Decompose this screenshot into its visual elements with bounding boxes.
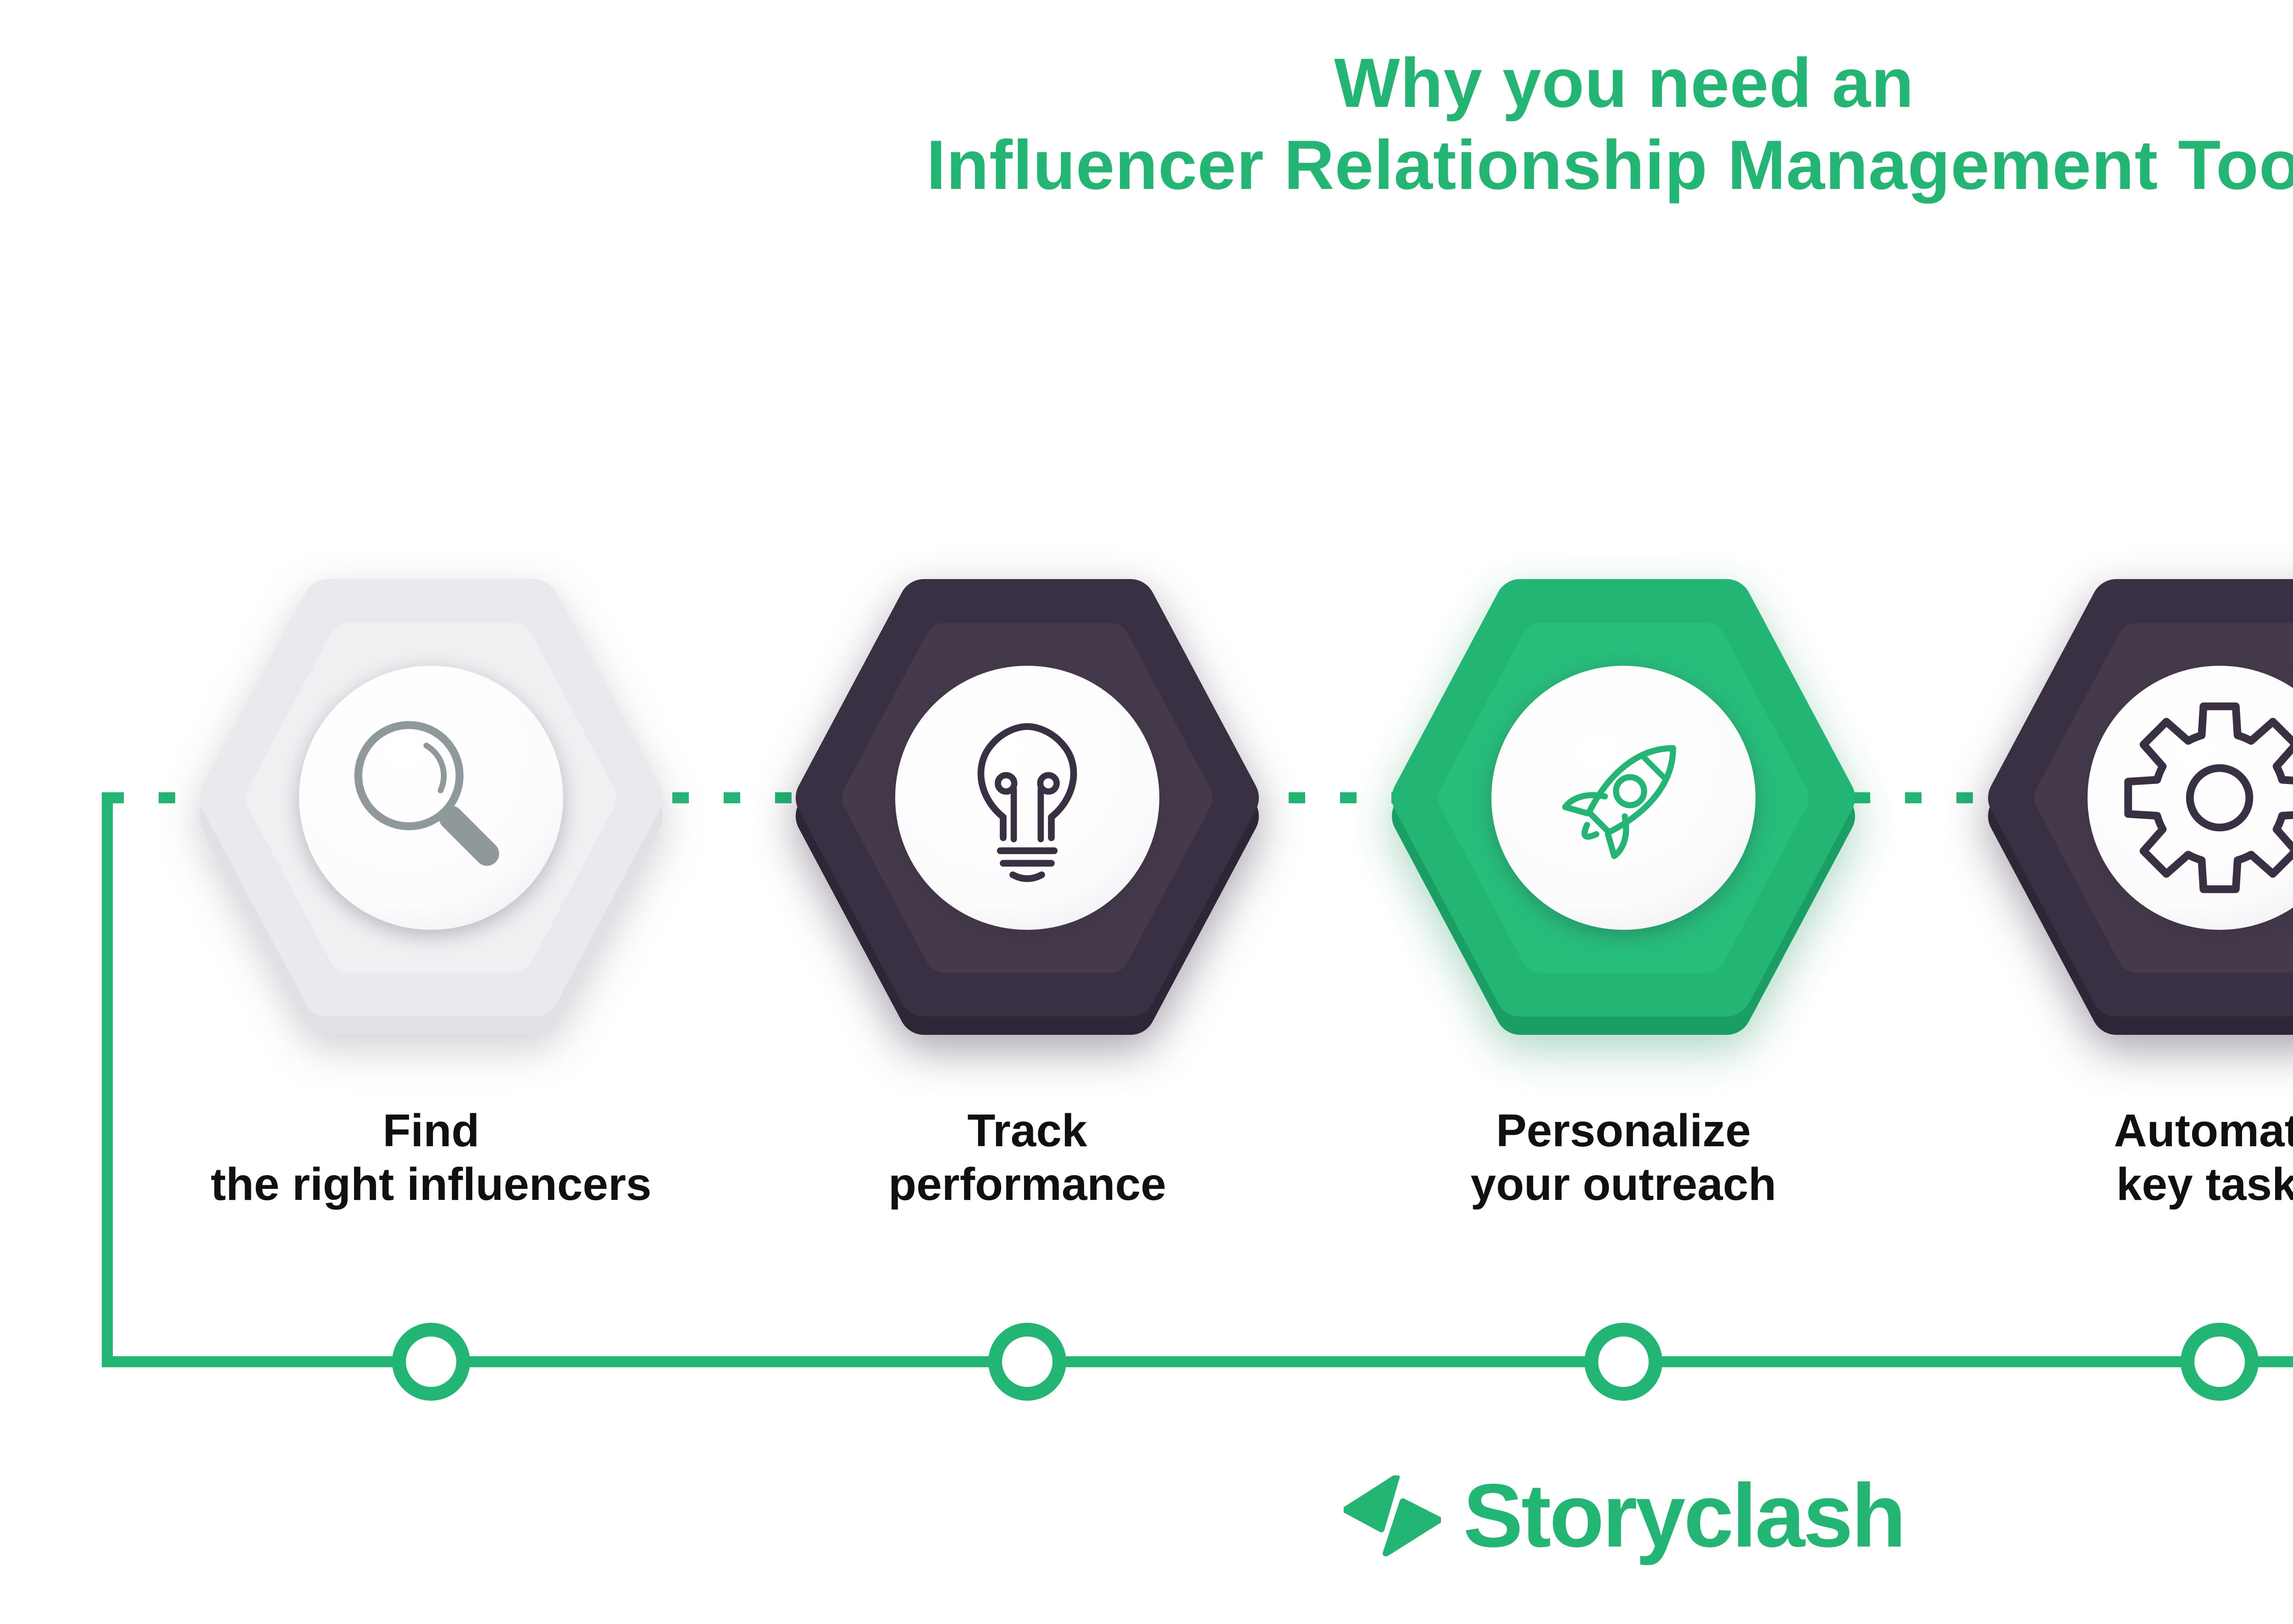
step-label-line-2: your outreach bbox=[1470, 1159, 1777, 1210]
icon-disc bbox=[1491, 666, 1756, 930]
step-personalize-outreach: Personalize your outreach bbox=[1312, 555, 1935, 1211]
step-label-line-2: key tasks bbox=[2116, 1159, 2293, 1210]
hexagon-dark bbox=[796, 579, 1259, 1035]
step-label: Personalize your outreach bbox=[1471, 1104, 1777, 1211]
step-track-performance: Track performance bbox=[715, 555, 1339, 1211]
step-label: Automate key tasks bbox=[2114, 1104, 2293, 1211]
storyclash-bolt-icon bbox=[1344, 1475, 1441, 1556]
step-label: Find the right influencers bbox=[210, 1104, 651, 1211]
step-label-line-1: Find bbox=[382, 1105, 480, 1156]
brand-logo: Storyclash bbox=[0, 1471, 2293, 1561]
rocket-icon bbox=[1562, 745, 1676, 859]
step-find-influencers: Find the right influencers bbox=[119, 555, 743, 1211]
timeline-node bbox=[2181, 1323, 2259, 1401]
timeline-node bbox=[1584, 1323, 1662, 1401]
hexagon-green bbox=[1392, 579, 1855, 1035]
page-title: Why you need an Influencer Relationship … bbox=[0, 42, 2293, 207]
title-line-1: Why you need an bbox=[1334, 44, 1914, 122]
hexagon-gray bbox=[199, 579, 663, 1035]
step-label-line-2: performance bbox=[888, 1159, 1166, 1210]
timeline-node bbox=[988, 1323, 1066, 1401]
gear-icon bbox=[2124, 702, 2293, 893]
lightbulb-icon bbox=[977, 723, 1077, 882]
icon-disc bbox=[895, 666, 1159, 930]
step-label-line-2: the right influencers bbox=[210, 1159, 652, 1210]
step-label: Track performance bbox=[888, 1104, 1166, 1211]
step-label-line-1: Automate bbox=[2114, 1105, 2293, 1156]
title-line-2: Influencer Relationship Management Tool bbox=[926, 126, 2293, 204]
brand-logo-text: Storyclash bbox=[1463, 1465, 1906, 1566]
icon-disc bbox=[299, 666, 563, 930]
step-label-line-1: Personalize bbox=[1496, 1105, 1751, 1156]
magnifier-icon bbox=[354, 721, 499, 866]
step-label-line-1: Track bbox=[967, 1105, 1087, 1156]
timeline-node bbox=[392, 1323, 470, 1401]
step-automate-tasks: Automate key tasks bbox=[1908, 555, 2293, 1211]
hexagon-dark bbox=[1988, 579, 2293, 1035]
